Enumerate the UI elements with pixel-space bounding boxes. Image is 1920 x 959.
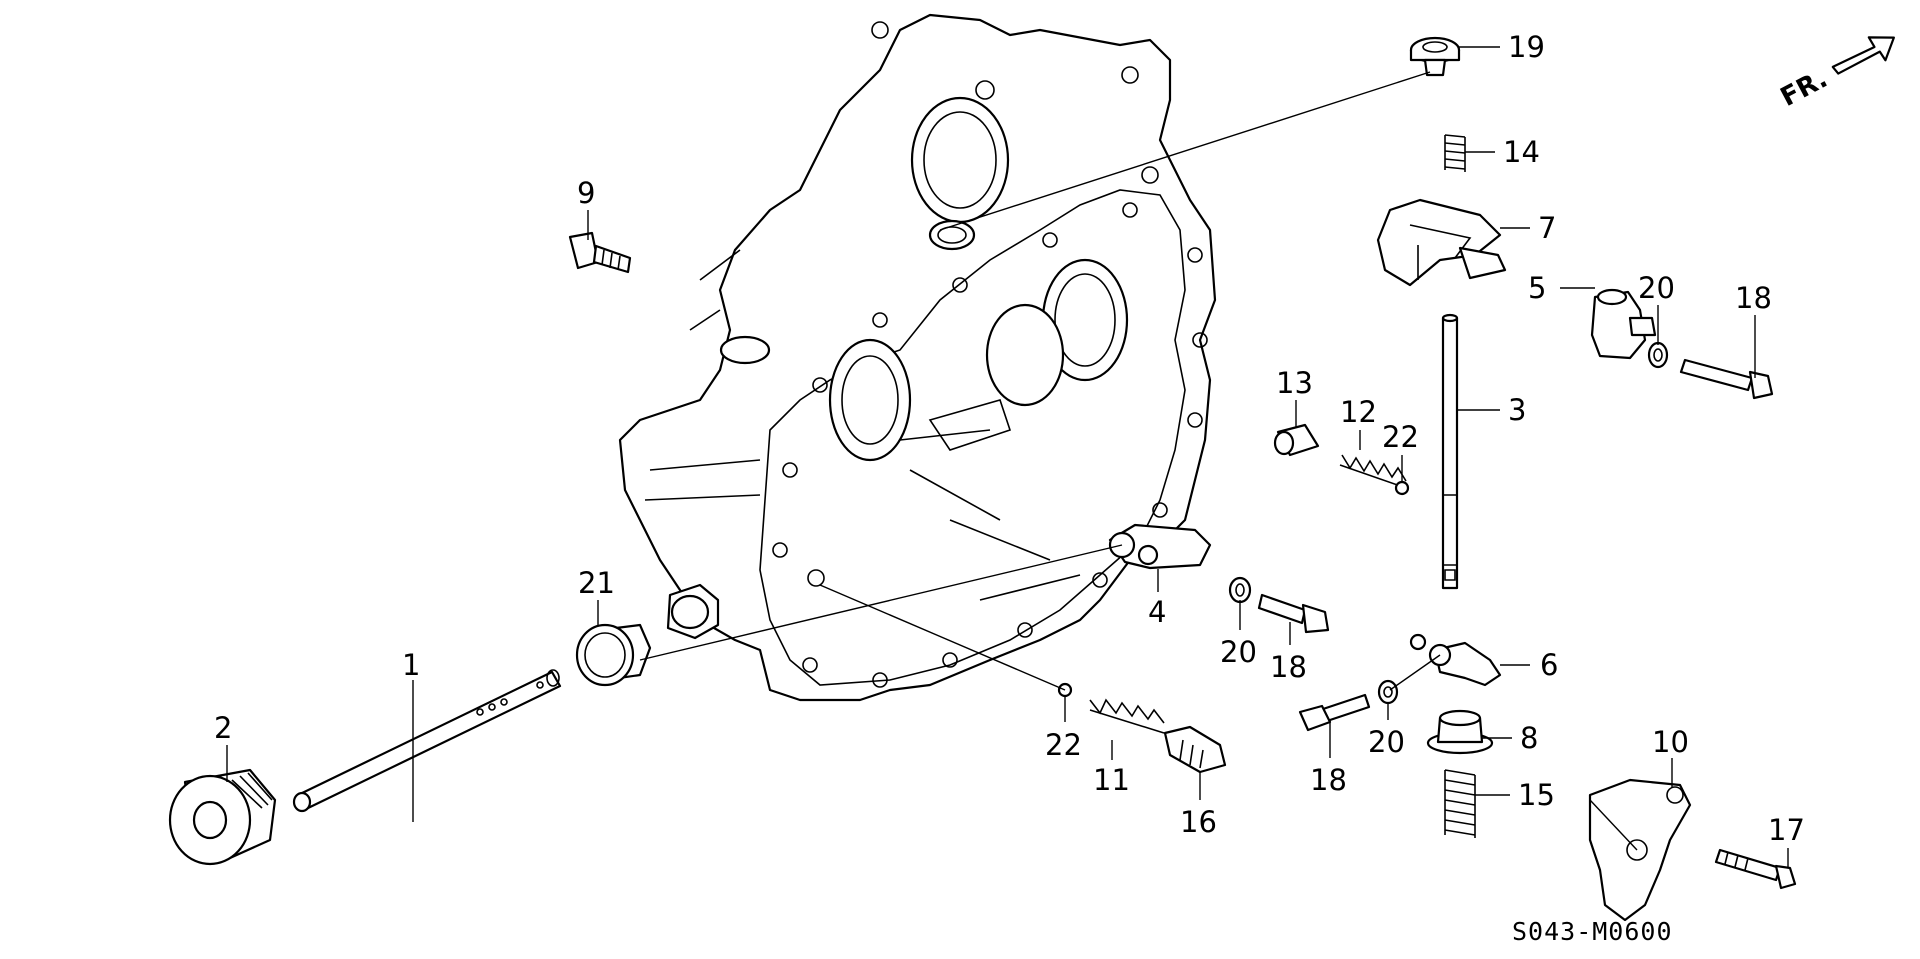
callout-18-upper: 18 [1735, 281, 1772, 315]
callout-20-lower: 20 [1368, 725, 1405, 759]
part-18-bolt-lower [1298, 693, 1371, 732]
part-16-bolt [1163, 725, 1227, 774]
part-7-selector-guide [1376, 198, 1507, 287]
callout-19: 19 [1508, 30, 1545, 64]
callout-18-middle: 18 [1270, 650, 1307, 684]
callout-12: 12 [1340, 395, 1377, 429]
part-9-plug-bolt [568, 231, 632, 274]
part-17-bolt [1714, 848, 1797, 890]
part-10-bracket [1588, 778, 1692, 922]
callout-10: 10 [1652, 725, 1689, 759]
callout-8: 8 [1520, 721, 1538, 755]
part-11-spring [1089, 698, 1165, 734]
callout-2: 2 [214, 711, 232, 745]
part-6-shift-piece [1409, 633, 1502, 687]
part-21-bushing [575, 623, 652, 687]
part-13-pin [1273, 423, 1320, 457]
callout-22-upper: 22 [1382, 420, 1419, 454]
callout-18-lower: 18 [1310, 763, 1347, 797]
part-20-washer-middle [1228, 576, 1252, 604]
callout-15: 15 [1518, 778, 1555, 812]
part-15-spring [1444, 769, 1476, 838]
part-8-spring-seat [1426, 709, 1494, 755]
callout-17: 17 [1768, 813, 1805, 847]
callout-13: 13 [1276, 366, 1313, 400]
callout-20-middle: 20 [1220, 635, 1257, 669]
part-18-bolt-upper [1679, 358, 1774, 400]
callout-21: 21 [578, 566, 615, 600]
callout-20-upper: 20 [1638, 271, 1675, 305]
callout-11: 11 [1093, 763, 1130, 797]
callout-6: 6 [1540, 648, 1558, 682]
transmission-housing [618, 13, 1217, 702]
part-22-ball-upper [1394, 480, 1410, 496]
part-19-plug [1409, 36, 1461, 77]
callout-3: 3 [1508, 393, 1526, 427]
leader-lines [226, 46, 1789, 868]
direction-label: FR. [1776, 64, 1833, 113]
part-12-spring [1339, 454, 1407, 489]
callout-7: 7 [1538, 211, 1556, 245]
part-2-plug [168, 768, 277, 866]
callout-16: 16 [1180, 805, 1217, 839]
part-1-shift-shaft [292, 669, 562, 813]
diagram-code: S043-M0600 [1512, 917, 1673, 946]
callout-labels: 1 2 3 4 5 6 7 8 9 10 11 12 13 14 15 16 1… [214, 30, 1805, 847]
front-direction-arrow: FR. [1776, 36, 1895, 113]
callout-9: 9 [577, 176, 595, 210]
part-18-bolt-middle [1257, 593, 1330, 634]
callout-14: 14 [1503, 135, 1540, 169]
part-4-shift-arm [1108, 523, 1212, 570]
part-5-bracket [1590, 288, 1657, 360]
part-14-spring [1444, 134, 1466, 172]
part-20-washer-upper [1647, 341, 1669, 369]
callout-22-lower: 22 [1045, 728, 1082, 762]
callout-4: 4 [1148, 595, 1166, 629]
callout-1: 1 [402, 648, 420, 682]
part-3-shift-rod [1441, 313, 1459, 590]
part-20-washer-lower [1377, 679, 1399, 705]
callout-5: 5 [1528, 271, 1546, 305]
